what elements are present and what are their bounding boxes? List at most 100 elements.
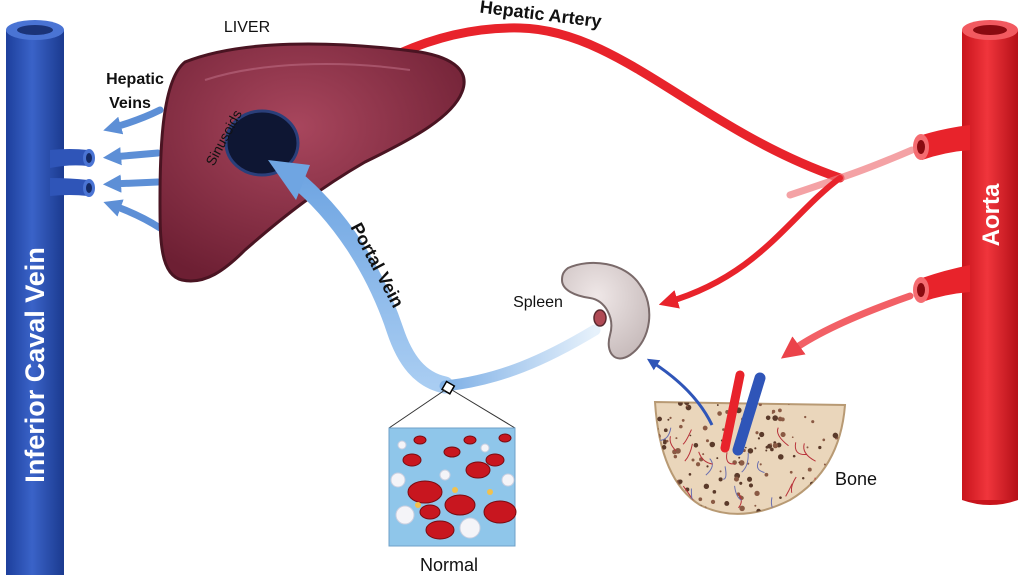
white-blood-cell	[395, 505, 415, 525]
bone-capillary	[741, 452, 749, 473]
bone-pore	[716, 457, 719, 460]
bone-pore	[739, 481, 743, 485]
bone-pore	[757, 437, 761, 440]
bone-pore	[738, 456, 741, 459]
bone-pore	[745, 446, 747, 449]
bone-pore	[777, 454, 784, 460]
bone-pore	[834, 402, 837, 404]
bone-pore	[675, 437, 678, 440]
bone-pore	[691, 458, 695, 462]
bone-pore	[669, 416, 672, 419]
white-blood-cell	[439, 469, 451, 481]
bone-pore	[748, 483, 754, 488]
red-blood-cell	[463, 435, 477, 445]
bone-pore	[705, 439, 709, 443]
bone-pore	[679, 424, 683, 429]
splenic-vein-path	[439, 324, 601, 392]
bone-pore	[777, 416, 783, 422]
bone-pore	[739, 505, 745, 512]
bone-capillary	[794, 442, 808, 456]
bone-pore	[747, 448, 754, 454]
bone-pore	[765, 449, 768, 452]
bone-pore	[807, 467, 812, 472]
bone-pore	[686, 405, 689, 408]
red-blood-cell	[402, 453, 422, 467]
red-blood-cell	[407, 480, 443, 504]
inferior-caval-vein-label: Inferior Caval Vein	[20, 247, 50, 483]
bone-capillary	[803, 443, 816, 462]
red-blood-cell	[444, 494, 476, 516]
bone-pore	[759, 431, 765, 438]
bone-pore	[667, 418, 670, 421]
liver	[158, 42, 466, 283]
bone-pore	[738, 460, 745, 466]
bone-pore	[822, 438, 826, 442]
bone-capillary	[682, 429, 692, 445]
bone-pore	[814, 482, 819, 487]
bone-pore	[754, 490, 760, 497]
bone-pore	[673, 454, 678, 459]
bone-pore	[770, 447, 774, 452]
red-blood-cell	[485, 453, 505, 467]
aorta-branch-link	[786, 146, 916, 199]
white-blood-cell	[390, 472, 406, 488]
bone-capillary	[705, 458, 713, 476]
bone	[646, 358, 847, 515]
bone-pore	[685, 508, 690, 513]
bone-pore	[712, 490, 717, 494]
bone-pore	[706, 465, 709, 468]
bone-pore	[821, 504, 826, 508]
bone-capillary	[734, 485, 742, 501]
bone-label: Bone	[835, 469, 877, 489]
bone-artery-path	[780, 292, 914, 359]
platelet	[487, 489, 493, 495]
bone-pore	[809, 507, 815, 513]
bone-pore	[719, 470, 722, 473]
bone-pore	[747, 476, 753, 482]
bone-pore	[772, 415, 778, 421]
bone-pore	[801, 476, 805, 480]
bone-pore	[823, 463, 826, 466]
bone-pore	[789, 470, 793, 474]
sinusoids-region	[224, 109, 300, 177]
bone-pore	[812, 505, 817, 509]
bone-pore	[668, 497, 671, 500]
hepatic-veins-label-line1: Hepatic	[106, 71, 164, 88]
bone-pore	[811, 420, 815, 424]
bone-pore	[709, 441, 716, 448]
bone-pore	[681, 419, 685, 422]
bone-pore	[827, 467, 833, 473]
spleen-label: Spleen	[513, 294, 563, 311]
bone-pore	[764, 472, 769, 477]
bone-capillary	[684, 443, 693, 462]
bone-pore	[655, 453, 657, 458]
portal-vein-arrowhead	[268, 160, 310, 200]
bone-pore	[710, 499, 716, 504]
bone-capillary	[802, 497, 818, 514]
hepatic-vein-arrows	[102, 106, 164, 232]
bone-pore	[778, 408, 782, 413]
bone-pore	[791, 436, 794, 439]
bone-pore	[772, 442, 779, 449]
bone-pore	[755, 431, 759, 435]
bone-capillary	[726, 452, 736, 465]
bone-capillary	[698, 451, 713, 465]
bone-pore	[759, 463, 762, 466]
bone-capillary	[777, 427, 789, 447]
white-blood-cell	[459, 517, 481, 539]
bone-pore	[710, 511, 712, 513]
white-blood-cell	[397, 440, 407, 450]
red-blood-cell	[413, 435, 427, 445]
aorta-vessel	[913, 20, 1018, 505]
red-blood-cell	[465, 461, 491, 479]
portal-vein-path	[283, 167, 454, 394]
bone-pore	[660, 485, 667, 492]
red-blood-cell	[443, 446, 461, 458]
bone-pore	[804, 415, 807, 419]
bone-pore	[769, 443, 772, 446]
splenic-artery-path	[658, 175, 843, 309]
bone-pore	[702, 453, 705, 456]
bone-pore	[702, 425, 708, 431]
bone-pore	[678, 479, 683, 484]
